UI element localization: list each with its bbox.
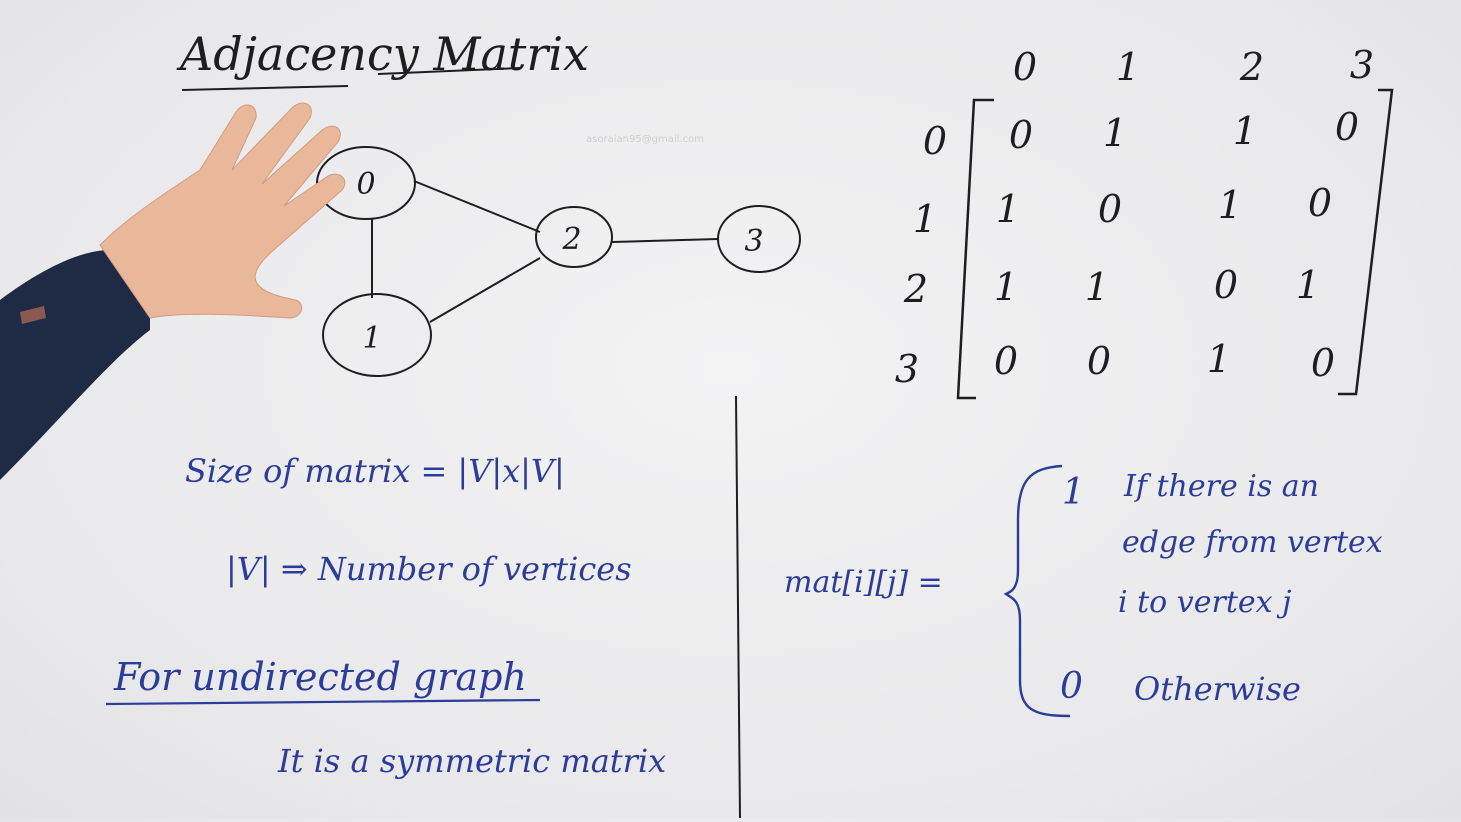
node-2-label: 2: [561, 222, 581, 257]
case2-value: 0: [1060, 666, 1083, 707]
node-1-label: 1: [362, 321, 381, 356]
cell-3-1: 0: [1087, 339, 1111, 383]
curly-brace: [1003, 464, 1071, 718]
symmetric-line: It is a symmetric matrix: [277, 742, 666, 780]
edge-0-2: [413, 180, 541, 233]
case1-text-1: If there is an: [1123, 469, 1319, 504]
cell-2-0: 1: [994, 265, 1018, 309]
cell-0-0: 0: [1009, 113, 1033, 157]
cell-1-0: 1: [996, 187, 1020, 231]
case1-value: 1: [1062, 472, 1085, 513]
col-header-0: 0: [1013, 45, 1037, 89]
matrix-col-headers: 0 1 2 3: [1013, 43, 1374, 89]
matrix-row-headers: 0 1 2 3: [895, 119, 947, 391]
edge-1-2: [429, 257, 541, 323]
node-3: [717, 205, 801, 273]
node-0-label: 0: [356, 167, 375, 202]
case2-text: Otherwise: [1134, 670, 1301, 708]
case1-text-2: edge from vertex: [1122, 525, 1383, 560]
matrix-cells: 0 1 1 0 1 0 1 0 1 1 0 1 0 0 1 0: [994, 105, 1359, 385]
row-header-3: 3: [895, 347, 919, 391]
v-line: |V| ⇒ Number of vertices: [226, 550, 632, 588]
title-text: Adjacency Matrix: [176, 27, 589, 81]
definition: mat[i][j] = 1 If there is an edge from v…: [784, 469, 1383, 708]
left-bracket: [956, 98, 994, 400]
title: Adjacency Matrix: [176, 27, 589, 91]
heading-underline: [105, 698, 541, 706]
case1-text-3: i to vertex j: [1118, 585, 1291, 620]
hand-skin: [99, 102, 346, 319]
row-header-2: 2: [903, 267, 928, 311]
node-2: [535, 206, 613, 268]
cell-0-2: 1: [1233, 109, 1257, 153]
notes-left: Size of matrix = |V|x|V| |V| ⇒ Number of…: [113, 452, 666, 780]
row-header-0: 0: [923, 119, 947, 163]
size-line: Size of matrix = |V|x|V|: [185, 452, 565, 490]
cell-3-0: 0: [994, 339, 1018, 383]
cell-3-3: 0: [1311, 341, 1335, 385]
definition-lhs: mat[i][j] =: [784, 565, 943, 600]
hand: [0, 102, 346, 480]
cell-3-2: 1: [1207, 337, 1231, 381]
cell-1-1: 0: [1098, 187, 1122, 231]
sleeve: [0, 250, 150, 480]
node-1: [322, 293, 432, 377]
row-header-1: 1: [913, 197, 937, 241]
col-header-3: 3: [1350, 43, 1374, 87]
cell-2-2: 0: [1214, 263, 1238, 307]
cell-0-1: 1: [1103, 111, 1127, 155]
matrix-brackets: [956, 88, 1394, 400]
divider-line: [735, 395, 741, 819]
watermark-text: asoraian95@gmail.com: [586, 134, 704, 145]
cell-2-1: 1: [1085, 265, 1109, 309]
col-header-2: 2: [1239, 45, 1264, 89]
col-header-1: 1: [1116, 45, 1140, 89]
cell-0-3: 0: [1335, 105, 1359, 149]
cell-2-3: 1: [1296, 263, 1320, 307]
node-3-label: 3: [744, 224, 763, 259]
undirected-heading: For undirected graph: [113, 655, 527, 699]
edge-2-3: [611, 238, 719, 243]
graph-diagram: [316, 146, 801, 377]
cell-1-3: 0: [1308, 181, 1332, 225]
cell-1-2: 1: [1218, 183, 1242, 227]
right-bracket: [1338, 88, 1394, 396]
